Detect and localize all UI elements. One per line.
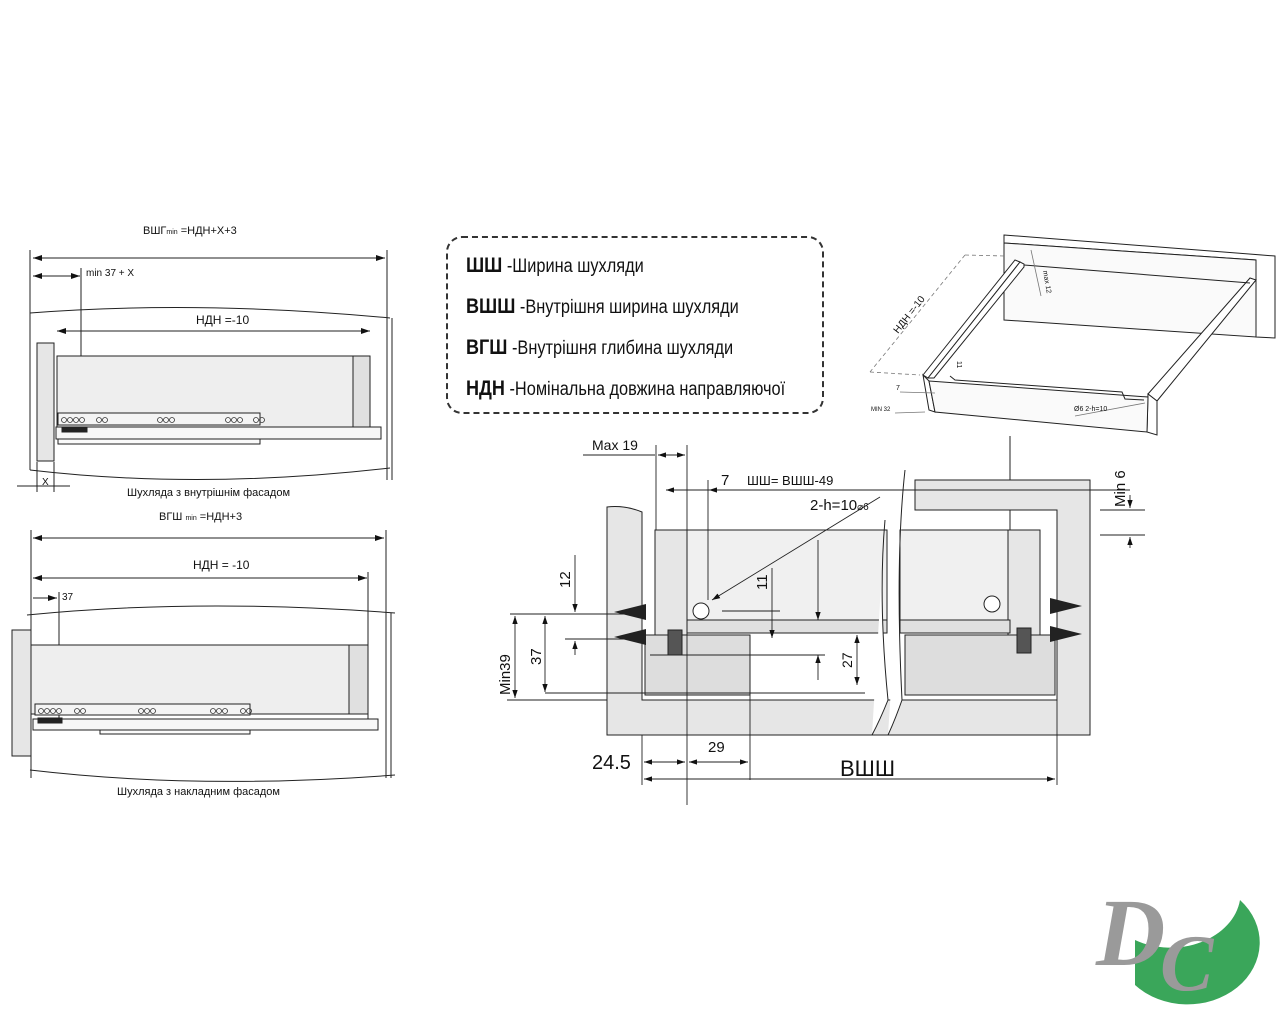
internal-facade-formula: ВШГmin =НДН+X+3 — [143, 225, 237, 237]
iso-11-label: 11 — [955, 361, 962, 368]
dim-24-5-label: 24.5 — [592, 752, 631, 774]
min39-label: Min39 — [497, 654, 514, 695]
iso-min32-label: MIN 32 — [871, 407, 891, 413]
abbreviation-legend: ШШ -Ширина шухляди ВШШ -Внутрішня ширина… — [446, 236, 824, 414]
iso-max12-label: max 12 — [1041, 270, 1052, 294]
svg-text:C: C — [1160, 920, 1215, 1008]
legend-item: ВШШ -Внутрішня ширина шухляди — [466, 295, 739, 318]
dim-29-label: 29 — [708, 739, 725, 756]
overlay-facade-drawing — [11, 530, 396, 782]
inner-width-label: ВШШ — [840, 756, 895, 781]
hole-depth-label: 2-h=10⌀6 — [810, 497, 869, 514]
dim-37-label: 37 — [528, 648, 545, 665]
ndn-label-overlay: НДН = -10 — [193, 558, 250, 572]
legend-item: НДН -Номінальна довжина направляючої — [466, 377, 786, 400]
cross-section-dimensions — [507, 445, 1145, 805]
overlay-facade-hole-marks — [38, 708, 252, 714]
legend-item: ВГШ -Внутрішня глибина шухляди — [466, 336, 734, 359]
overlay-facade-formula: ВГШ min =НДН+3 — [159, 511, 242, 523]
internal-facade-caption: Шухляда з внутрішнім фасадом — [127, 487, 290, 499]
iso-ndn-label: НДН =-10 — [892, 294, 928, 336]
dim-11-label: 11 — [754, 574, 771, 590]
legend-item: ШШ -Ширина шухляди — [466, 254, 644, 277]
dim-12-label: 12 — [557, 571, 574, 588]
screws — [614, 598, 1082, 645]
iso-7-label: 7 — [896, 385, 900, 392]
ndn-label: НДН =-10 — [196, 313, 249, 327]
iso-hole-label: Ø6 2-h=10 — [1074, 406, 1107, 413]
x-label: X — [42, 477, 49, 488]
max19-label: Max 19 — [592, 437, 638, 453]
overlay-facade-caption: Шухляда з накладним фасадом — [117, 786, 280, 798]
svg-text:D: D — [1095, 879, 1165, 986]
isometric-drawer — [922, 234, 1276, 436]
min6-label: Min 6 — [1112, 470, 1129, 507]
offset-37-label: 37 — [62, 592, 74, 603]
dim-27-label: 27 — [839, 652, 855, 668]
isometric-dimension-lines — [869, 254, 1006, 376]
min-offset-label: min 37 + X — [86, 268, 134, 279]
internal-facade-drawing — [17, 250, 393, 492]
isometric-leader-lines — [894, 249, 1146, 417]
internal-facade-hole-marks — [61, 417, 265, 423]
dc-logo: D C — [1095, 879, 1260, 1008]
drawer-width-formula: ШШ= ВШШ-49 — [747, 473, 833, 488]
offset-7-label: 7 — [721, 472, 729, 489]
cross-section-drawing — [606, 469, 1091, 736]
